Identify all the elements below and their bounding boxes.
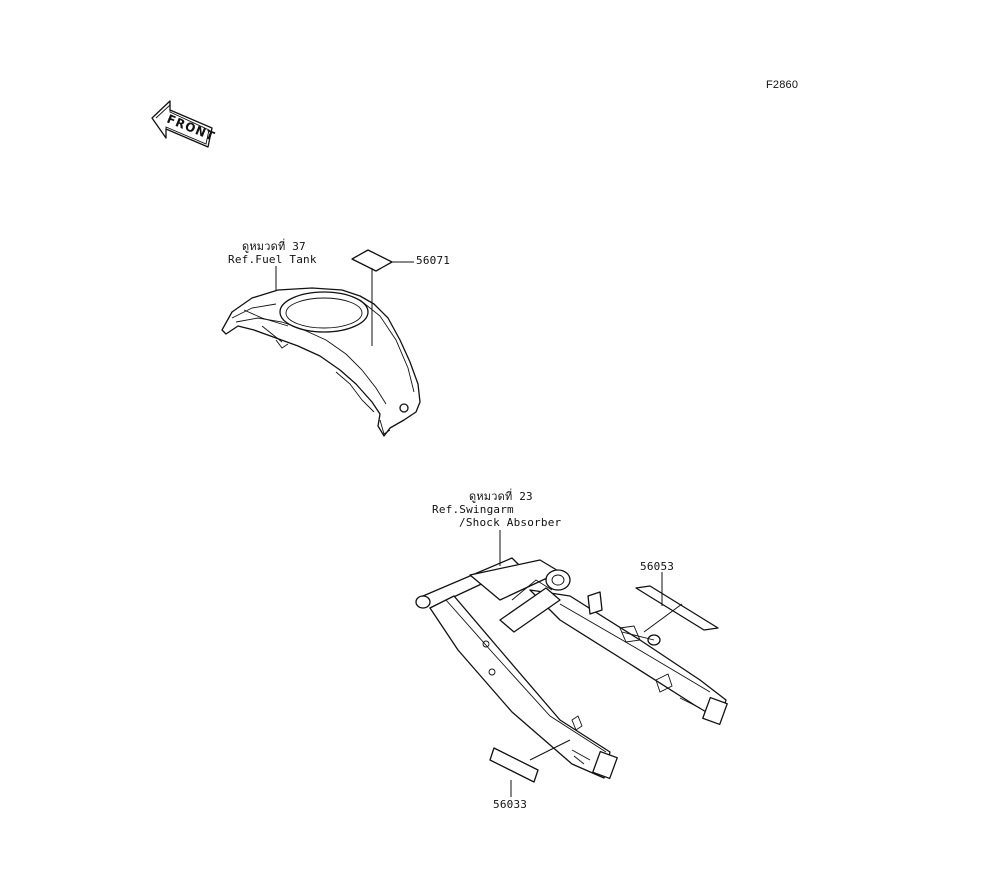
front-arrow-icon: FRONT [151,100,217,148]
part-number-56053: 56053 [640,560,675,573]
label-56033-illustration [489,739,571,797]
fuel-tank-ref-label: Ref.Fuel Tank [228,253,317,266]
label-56071-illustration [351,249,414,346]
fuel-tank-ref-thai: ดูหมวดที่ 37 [242,240,306,253]
swingarm-ref-label: Ref.Swingarm [432,503,514,516]
swingarm-illustration [415,557,728,780]
swingarm-ref-thai: ดูหมวดที่ 23 [469,490,533,503]
shock-absorber-ref-label: /Shock Absorber [459,516,562,529]
fuel-tank-cover-illustration [221,287,421,437]
part-number-56033: 56033 [493,798,528,811]
part-number-56071: 56071 [416,254,451,267]
label-56053-illustration [635,572,719,633]
figure-id: F2860 [766,79,799,91]
